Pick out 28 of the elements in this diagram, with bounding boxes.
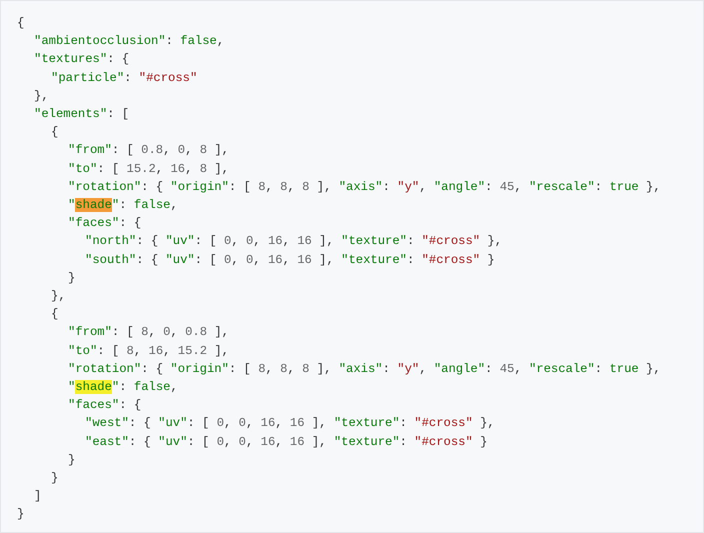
- code-line: "faces": {: [68, 397, 142, 414]
- code-line: "faces": {: [68, 215, 142, 232]
- code-line: },: [34, 88, 49, 104]
- code-line: "shade": false,: [68, 379, 178, 395]
- code-line: "elements": [: [34, 106, 130, 122]
- code-line: }: [17, 506, 24, 522]
- code-line: "south": { "uv": [ 0, 0, 16, 16 ], "texture": "#cross" }: [85, 252, 495, 268]
- code-line: "to": [ 8, 16, 15.2 ],: [68, 342, 229, 359]
- code-line: ]: [34, 488, 42, 504]
- code-line: "from": [ 0.8, 0, 8 ],: [68, 142, 229, 158]
- code-line: {: [17, 15, 24, 31]
- code-line: }: [68, 270, 76, 286]
- code-line: }: [68, 452, 76, 468]
- code-line: {: [51, 124, 58, 140]
- code-line: }: [51, 470, 58, 486]
- code-line: "west": { "uv": [ 0, 0, 16, 16 ], "texture": "#cross" },: [85, 415, 495, 432]
- code-line: {: [51, 306, 58, 322]
- code-line: "north": { "uv": [ 0, 0, 16, 16 ], "texture": "#cross" },: [85, 233, 502, 250]
- code-line: "shade": false,: [68, 197, 178, 213]
- code-line: "ambientocclusion": false,: [34, 33, 224, 50]
- code-line: "particle": "#cross": [51, 70, 198, 86]
- code-line: "east": { "uv": [ 0, 0, 16, 16 ], "texture": "#cross" }: [85, 434, 488, 450]
- code-line: "to": [ 15.2, 16, 8 ],: [68, 160, 229, 177]
- code-line: "rotation": { "origin": [ 8, 8, 8 ], "axis": "y", "angle": 45, "rescale": true },: [68, 360, 661, 377]
- code-line: },: [51, 288, 66, 304]
- code-line: "textures": {: [34, 51, 130, 68]
- code-line: "rotation": { "origin": [ 8, 8, 8 ], "axis": "y", "angle": 45, "rescale": true },: [68, 178, 661, 195]
- code-line: "from": [ 8, 0, 0.8 ],: [68, 324, 229, 340]
